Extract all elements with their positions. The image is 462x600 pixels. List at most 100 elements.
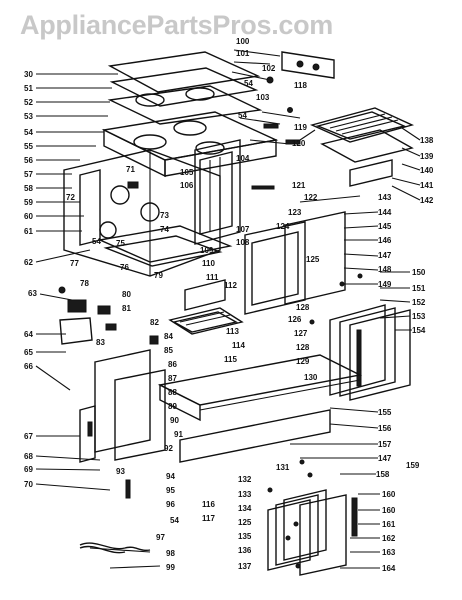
label-76: 76 [120,263,129,272]
label-98: 98 [166,549,175,558]
label-112: 112 [224,281,237,290]
label-147: 147 [378,251,392,260]
label-100: 100 [236,37,250,46]
label-164: 164 [382,564,396,573]
rear-panel-middle [244,211,346,315]
label-111: 111 [206,273,219,282]
label-65: 65 [24,348,33,357]
label-58: 58 [24,184,33,193]
label-91: 91 [174,430,183,439]
leader-lines [35,49,421,569]
label-126: 126 [288,315,302,324]
label-54-b: 54 [92,237,101,246]
label-121: 121 [292,181,306,190]
label-133: 133 [238,490,252,499]
part-number-labels: 30 51 52 53 54 55 56 57 58 59 60 61 62 7… [24,37,434,573]
label-97: 97 [156,533,165,542]
label-93: 93 [116,467,125,476]
label-83: 83 [96,338,105,347]
label-82: 82 [150,318,159,327]
label-141: 141 [420,181,434,190]
label-75: 75 [116,239,125,248]
label-54-c: 54 [170,516,179,525]
label-87: 87 [168,374,177,383]
label-60: 60 [24,212,33,221]
label-154: 154 [412,326,426,335]
label-113: 113 [226,327,239,336]
label-155: 155 [378,408,392,417]
label-114: 114 [232,341,245,350]
label-104: 104 [236,154,250,163]
label-88: 88 [168,388,177,397]
label-118: 118 [294,81,307,90]
watermark-text: AppliancePartsPros.com [20,10,334,40]
label-95: 95 [166,486,175,495]
label-153: 153 [412,312,426,321]
label-77: 77 [70,259,79,268]
label-159: 159 [406,461,420,470]
label-139: 139 [420,152,434,161]
label-72: 72 [66,193,75,202]
label-125: 125 [306,255,320,264]
label-85: 85 [164,346,173,355]
label-30: 30 [24,70,33,79]
label-102: 102 [262,64,276,73]
label-73: 73 [160,211,169,220]
label-148: 148 [378,265,392,274]
label-61: 61 [24,227,33,236]
label-117: 117 [202,514,215,523]
label-120: 120 [292,139,306,148]
label-157: 157 [378,440,392,449]
label-52: 52 [24,98,33,107]
label-147-b: 147 [378,454,392,463]
label-131: 131 [276,463,290,472]
label-134: 134 [238,504,252,513]
label-137: 137 [238,562,252,571]
label-101: 101 [236,49,250,58]
label-129: 129 [296,357,310,366]
label-132: 132 [238,475,252,484]
label-122: 122 [304,193,318,202]
label-152: 152 [412,298,426,307]
label-79: 79 [154,271,163,280]
lower-frame-left [97,225,233,267]
label-80: 80 [122,290,131,299]
label-94: 94 [166,472,175,481]
drawer-bottom [157,354,363,463]
label-107: 107 [236,225,250,234]
label-138: 138 [420,136,434,145]
label-115: 115 [224,355,237,364]
control-panel-top-right [281,51,335,79]
cooktop-top-panel [107,51,263,125]
label-86: 86 [168,360,177,369]
label-160: 160 [382,490,396,499]
side-panels-left [79,349,166,463]
label-90: 90 [170,416,179,425]
label-99: 99 [166,563,175,572]
label-54-d: 54 [244,79,253,88]
label-54: 54 [24,128,33,137]
label-150: 150 [412,268,426,277]
label-54-e: 54 [238,111,247,120]
label-66: 66 [24,362,33,371]
label-162: 162 [382,534,396,543]
label-109: 109 [200,246,214,255]
grill-tray-top-right [309,107,415,187]
label-106: 106 [180,181,194,190]
label-56: 56 [24,156,33,165]
label-127: 127 [294,329,308,338]
label-146: 146 [378,236,392,245]
label-130: 130 [304,373,318,382]
label-68: 68 [24,452,33,461]
label-74: 74 [160,225,169,234]
broiler-pan [168,279,244,335]
label-96: 96 [166,500,175,509]
label-142: 142 [420,196,434,205]
label-89: 89 [168,402,177,411]
label-110: 110 [202,259,215,268]
label-63: 63 [28,289,37,298]
label-124: 124 [276,222,290,231]
label-123: 123 [288,208,302,217]
label-119: 119 [294,123,307,132]
